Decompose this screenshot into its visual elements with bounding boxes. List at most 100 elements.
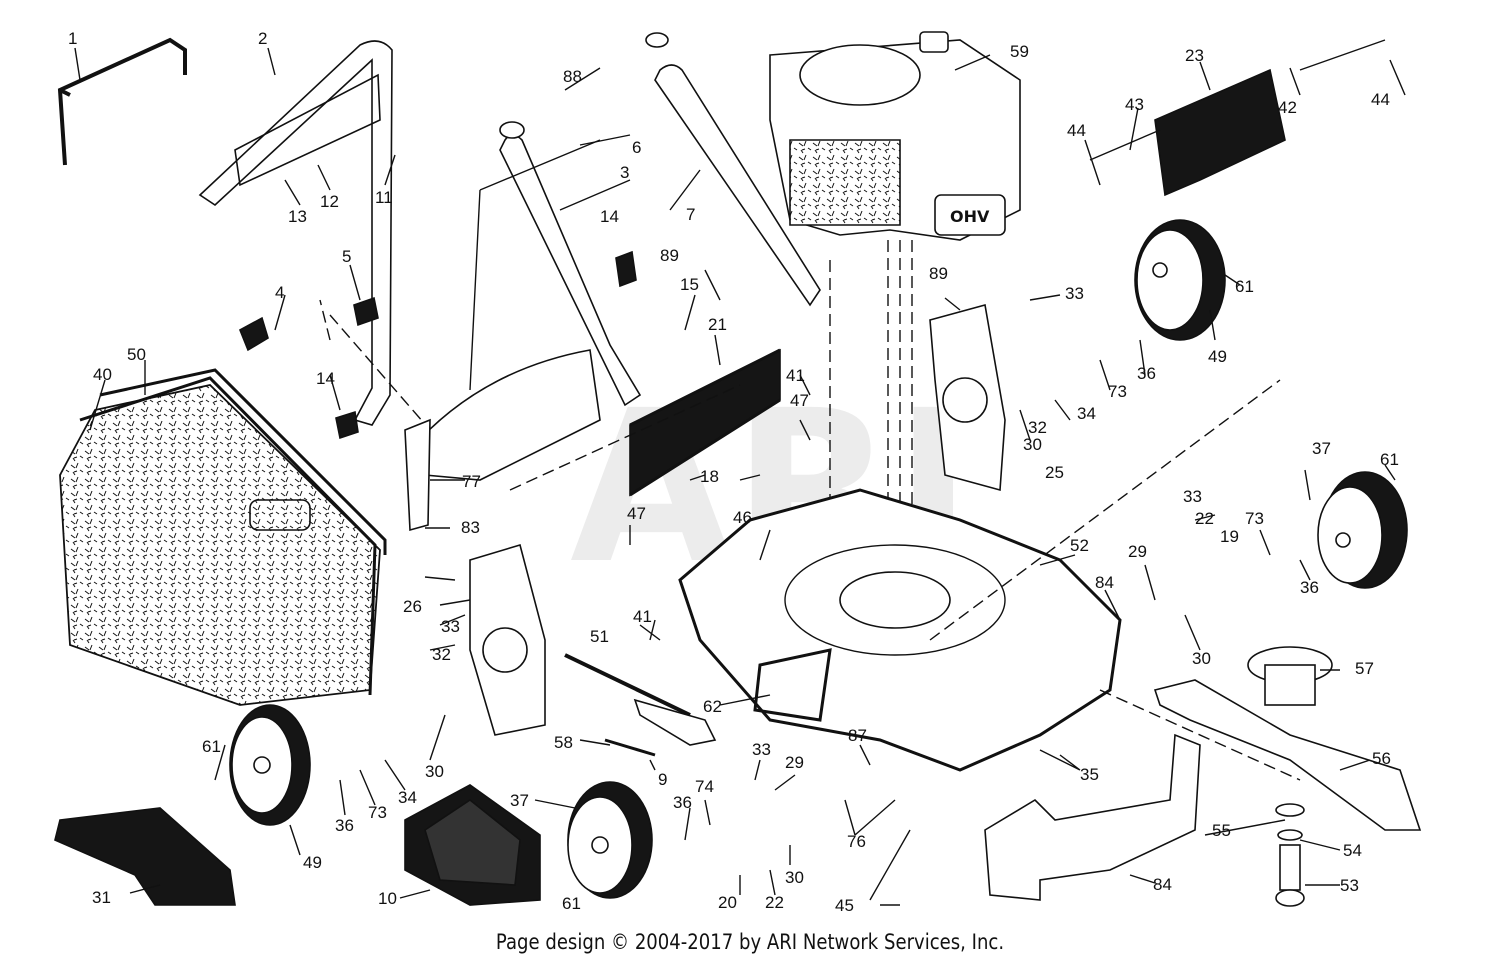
callout-42: 42 [1278, 98, 1297, 117]
callout-20: 20 [718, 893, 737, 912]
callout-83: 83 [461, 518, 480, 537]
callout-77: 77 [462, 472, 481, 491]
callout-50: 50 [127, 345, 146, 364]
callout-11: 11 [375, 188, 393, 207]
deck-dashed-guides [509, 379, 1301, 781]
callout-36: 36 [673, 793, 692, 812]
callout-25: 25 [1045, 463, 1064, 482]
callout-49: 49 [303, 853, 322, 872]
callout-51: 51 [590, 627, 609, 646]
callout-12: 12 [320, 192, 339, 211]
mower-deck [678, 488, 1122, 772]
callout-52: 52 [1070, 536, 1089, 555]
callout-59: 59 [1010, 42, 1029, 61]
leader-lines [74, 47, 1406, 906]
blade-bolt [1275, 803, 1305, 907]
blade-adapter [1247, 646, 1333, 706]
callout-41: 41 [786, 366, 805, 385]
callout-89: 89 [929, 264, 948, 283]
callout-29: 29 [785, 753, 804, 772]
callout-88: 88 [563, 67, 582, 86]
callout-57: 57 [1355, 659, 1374, 678]
callout-44: 44 [1067, 121, 1086, 140]
callout-32: 32 [432, 645, 451, 664]
callout-58: 58 [554, 733, 573, 752]
callout-84: 84 [1095, 573, 1114, 592]
callout-32: 32 [1028, 418, 1047, 437]
callout-61: 61 [202, 737, 221, 756]
callout-87: 87 [848, 726, 867, 745]
callout-73: 73 [1245, 509, 1264, 528]
engine-badge: OHV [950, 207, 990, 226]
hinge-rod-flap [629, 348, 781, 497]
rear-axle-rod [564, 653, 717, 757]
callout-61: 61 [562, 894, 581, 913]
wheel-front-upper [1134, 219, 1226, 341]
discharge-chute [1089, 39, 1386, 197]
callout-73: 73 [1108, 382, 1127, 401]
rear-height-adjuster [469, 543, 546, 736]
callout-9: 9 [658, 770, 667, 789]
grass-bag [59, 368, 387, 706]
callout-44: 44 [1371, 90, 1390, 109]
callout-45: 45 [835, 896, 854, 915]
engine: OHV [769, 31, 1021, 241]
callout-13: 13 [288, 207, 307, 226]
callout-56: 56 [1372, 749, 1391, 768]
callout-30: 30 [785, 868, 804, 887]
copyright-footer: Page design © 2004-2017 by ARI Network S… [495, 930, 1005, 954]
callout-18: 18 [700, 467, 719, 486]
callout-46: 46 [733, 508, 752, 527]
handle-brackets [319, 139, 601, 431]
callout-89: 89 [660, 246, 679, 265]
callout-47: 47 [790, 391, 809, 410]
callout-33: 33 [1183, 487, 1202, 506]
wheel-cover-10 [404, 784, 541, 906]
callout-3: 3 [620, 163, 629, 182]
upper-handle [198, 40, 393, 426]
callout-21: 21 [708, 315, 727, 334]
wheel-rear-right [567, 781, 653, 899]
callout-30: 30 [425, 762, 444, 781]
front-height-adjuster [929, 303, 1006, 492]
callout-14: 14 [316, 369, 335, 388]
callout-40: 40 [93, 365, 112, 384]
callout-2: 2 [258, 29, 267, 48]
callout-36: 36 [1300, 578, 1319, 597]
callout-49: 49 [1208, 347, 1227, 366]
engine-bolt-guides [829, 240, 913, 620]
callout-33: 33 [441, 617, 460, 636]
callout-43: 43 [1125, 95, 1144, 114]
handle-knobs [238, 32, 669, 440]
callout-22: 22 [765, 893, 784, 912]
callout-5: 5 [342, 247, 351, 266]
callout-74: 74 [695, 777, 714, 796]
callout-53: 53 [1340, 876, 1359, 895]
wheel-front-lower [1317, 471, 1408, 589]
callout-23: 23 [1185, 46, 1204, 65]
callout-61: 61 [1380, 450, 1399, 469]
callout-55: 55 [1212, 821, 1231, 840]
callout-36: 36 [335, 816, 354, 835]
callout-36: 36 [1137, 364, 1156, 383]
callout-14: 14 [600, 207, 619, 226]
rear-deflector [404, 349, 601, 532]
callout-4: 4 [275, 283, 284, 302]
callout-30: 30 [1192, 649, 1211, 668]
callout-37: 37 [510, 791, 529, 810]
callout-26: 26 [403, 597, 422, 616]
baffle [984, 733, 1201, 901]
callout-33: 33 [752, 740, 771, 759]
callout-1: 1 [68, 29, 77, 48]
blade [1153, 679, 1422, 831]
bail-bar [57, 37, 187, 166]
callout-61: 61 [1235, 277, 1254, 296]
callout-41: 41 [633, 607, 652, 626]
callout-76: 76 [847, 832, 866, 851]
wheel-rear-left [229, 704, 311, 826]
callout-7: 7 [686, 205, 695, 224]
callout-19: 19 [1220, 527, 1239, 546]
